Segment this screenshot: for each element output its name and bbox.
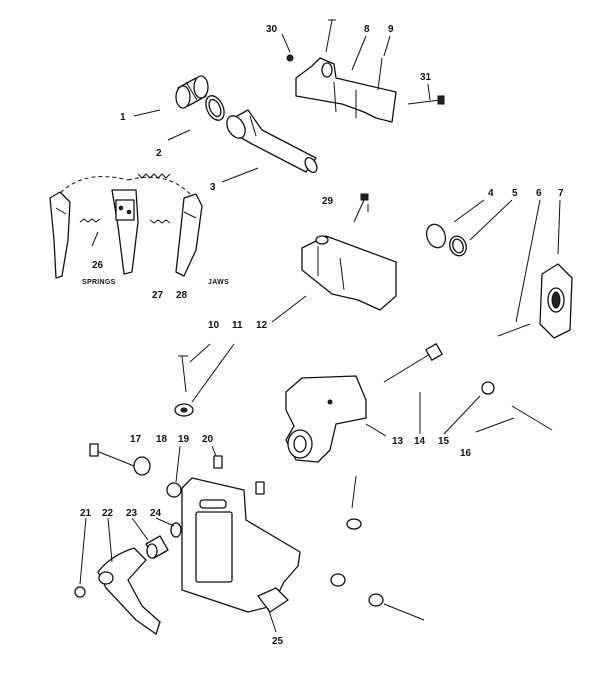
label-part-25: 25 — [272, 636, 284, 647]
label-part-29: 29 — [322, 196, 334, 207]
label-part-24: 24 — [150, 508, 162, 519]
part-6-bolt — [497, 323, 531, 337]
part-18-nut — [133, 456, 151, 476]
right-washer — [346, 518, 362, 530]
label-part-10: 10 — [208, 320, 220, 331]
part-22-lever — [97, 547, 161, 635]
leader-lines — [79, 33, 561, 633]
label-part-7: 7 — [558, 188, 564, 199]
label-part-22: 22 — [102, 508, 114, 519]
part-9-screw — [377, 57, 383, 91]
label-part-1: 1 — [120, 112, 126, 123]
part-20-clip — [213, 455, 223, 469]
label-part-12: 12 — [256, 320, 268, 331]
part-17-bolt — [89, 443, 135, 467]
label-part-17: 17 — [130, 434, 142, 445]
label-part-19: 19 — [178, 434, 190, 445]
label-part-9: 9 — [388, 24, 394, 35]
part-16-bolt — [511, 405, 553, 431]
label-part-3: 3 — [210, 182, 216, 193]
label-part-4: 4 — [488, 188, 494, 199]
jaws-and-springs — [49, 173, 203, 279]
part-4-bushing — [425, 223, 447, 249]
label-part-8: 8 — [364, 24, 370, 35]
caption-springs: SPRINGS — [82, 279, 116, 286]
label-part-5: 5 — [512, 188, 518, 199]
right-nut — [330, 573, 346, 587]
part-31-screw — [407, 95, 445, 105]
right-bolt — [368, 593, 425, 621]
label-part-6: 6 — [536, 188, 542, 199]
part-25-base — [181, 477, 301, 613]
part-14-bolt — [383, 343, 443, 383]
part-labels: 1 2 3 4 5 6 7 8 9 10 11 12 13 14 15 16 1… — [80, 24, 564, 647]
label-part-26: 26 — [92, 260, 104, 271]
right-screw — [351, 475, 357, 509]
part-8-bracket — [295, 57, 397, 123]
label-part-28: 28 — [176, 290, 188, 301]
part-12-carriage — [301, 235, 397, 311]
part-21-nut — [74, 586, 86, 598]
part-19-washer — [166, 482, 182, 498]
part-2-ring — [205, 95, 225, 121]
part-8-screw — [325, 19, 336, 53]
label-part-20: 20 — [202, 434, 214, 445]
part-29-screw — [353, 193, 369, 223]
label-part-18: 18 — [156, 434, 168, 445]
part-3-shaft — [226, 109, 318, 174]
label-part-16: 16 — [460, 448, 472, 459]
label-part-30: 30 — [266, 24, 278, 35]
part-7-knob — [539, 263, 573, 339]
label-part-11: 11 — [232, 320, 243, 331]
part-5-ring — [449, 235, 467, 257]
label-part-14: 14 — [414, 436, 426, 447]
part-23-sleeve — [145, 535, 169, 559]
label-part-23: 23 — [126, 508, 138, 519]
label-part-31: 31 — [420, 72, 432, 83]
part-30-nut — [286, 54, 294, 62]
part-15-spring — [481, 381, 495, 395]
label-part-15: 15 — [438, 436, 450, 447]
caption-jaws: JAWS — [208, 279, 229, 286]
part-1-bushing — [175, 75, 209, 109]
part-13-housing — [285, 375, 367, 463]
label-part-27: 27 — [152, 290, 164, 301]
label-part-2: 2 — [156, 148, 162, 159]
label-part-21: 21 — [80, 508, 92, 519]
label-part-13: 13 — [392, 436, 404, 447]
part-11-washer — [174, 403, 194, 417]
part-24-washer — [170, 522, 182, 538]
part-10-screw — [178, 355, 188, 393]
